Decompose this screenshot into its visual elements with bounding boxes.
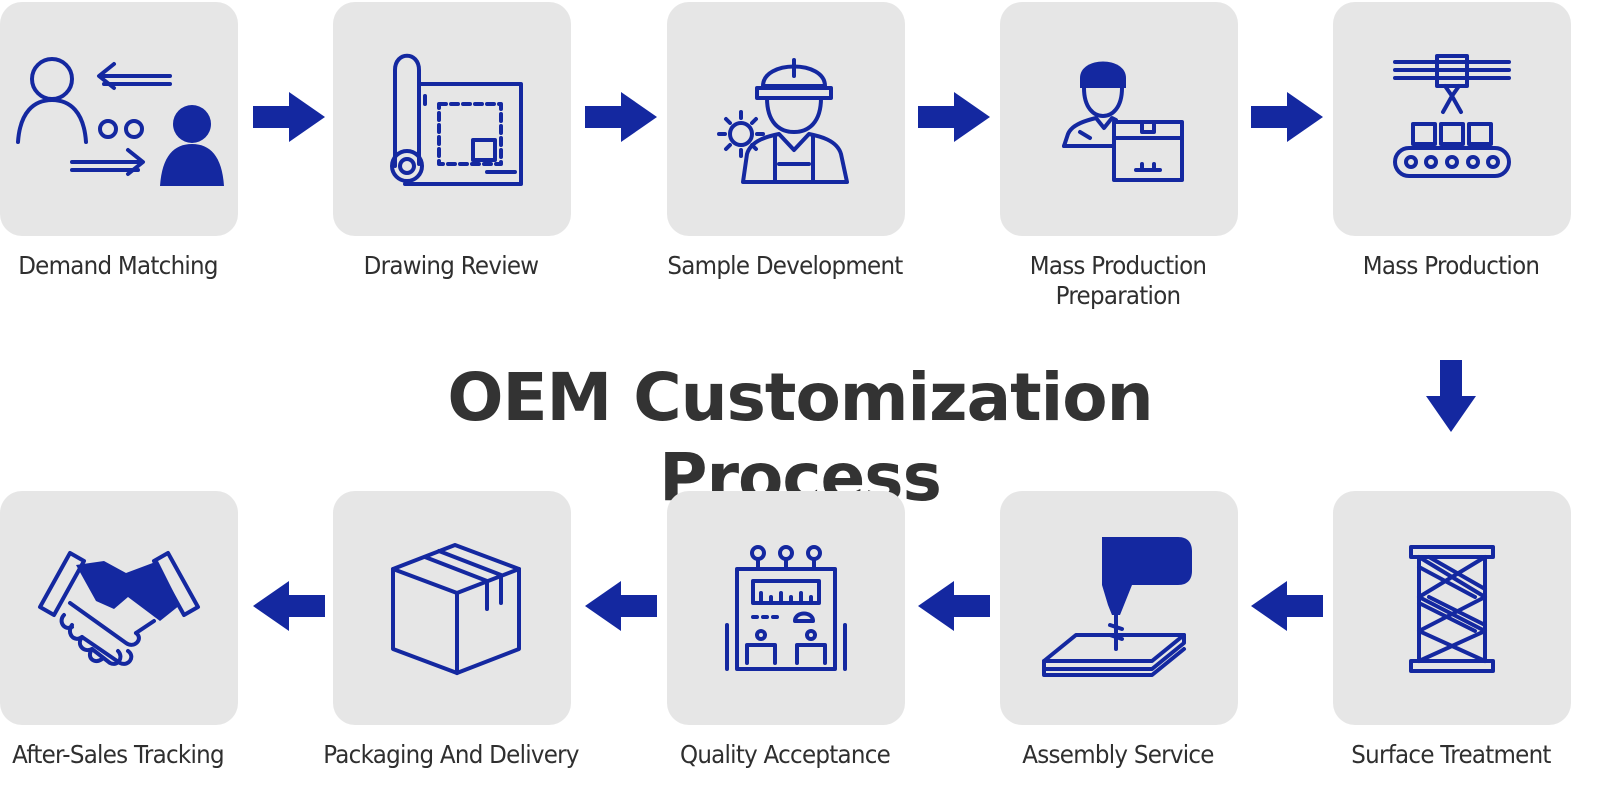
step-label: Assembly Service [1022,740,1214,769]
step-label: Mass Production [1362,251,1540,280]
arrow-left-icon [1251,581,1323,631]
conveyor-icon [1393,54,1511,178]
step-mass-production [1333,2,1571,236]
arrow-right-icon [1251,92,1323,142]
page-title: OEM Customization Process [447,359,1153,516]
drill-icon [1042,537,1192,677]
step-drawing-review [333,2,571,236]
step-packaging-and-delivery [333,491,571,725]
step-surface-treatment [1333,491,1571,725]
arrow-right-icon [253,92,325,142]
engineer-icon [717,58,849,184]
step-label: After-Sales Tracking [12,740,224,769]
step-after-sales-tracking [0,491,238,725]
control-panel-icon [725,545,847,671]
blueprint-icon [390,53,523,186]
worker-box-icon [1062,61,1184,182]
step-label: Surface Treatment [1351,740,1551,769]
arrow-left-icon [918,581,990,631]
step-label: Drawing Review [363,251,539,280]
step-label: Packaging And Delivery [323,740,579,769]
scissor-lift-icon [1409,545,1495,673]
handshake-icon [38,551,200,666]
step-label: Quality Acceptance [679,740,891,769]
step-label: Sample Development [667,251,903,280]
arrow-down-icon [1426,360,1476,432]
box-icon [391,543,521,675]
step-label: Mass Production Preparation [1029,251,1207,310]
arrow-left-icon [585,581,657,631]
people-exchange-icon [16,57,224,186]
step-quality-acceptance [667,491,905,725]
step-assembly-service [1000,491,1238,725]
step-demand-matching [0,2,238,236]
step-mass-production-preparation [1000,2,1238,236]
arrow-right-icon [918,92,990,142]
step-label: Demand Matching [18,251,218,280]
arrow-left-icon [253,581,325,631]
step-sample-development [667,2,905,236]
arrow-right-icon [585,92,657,142]
